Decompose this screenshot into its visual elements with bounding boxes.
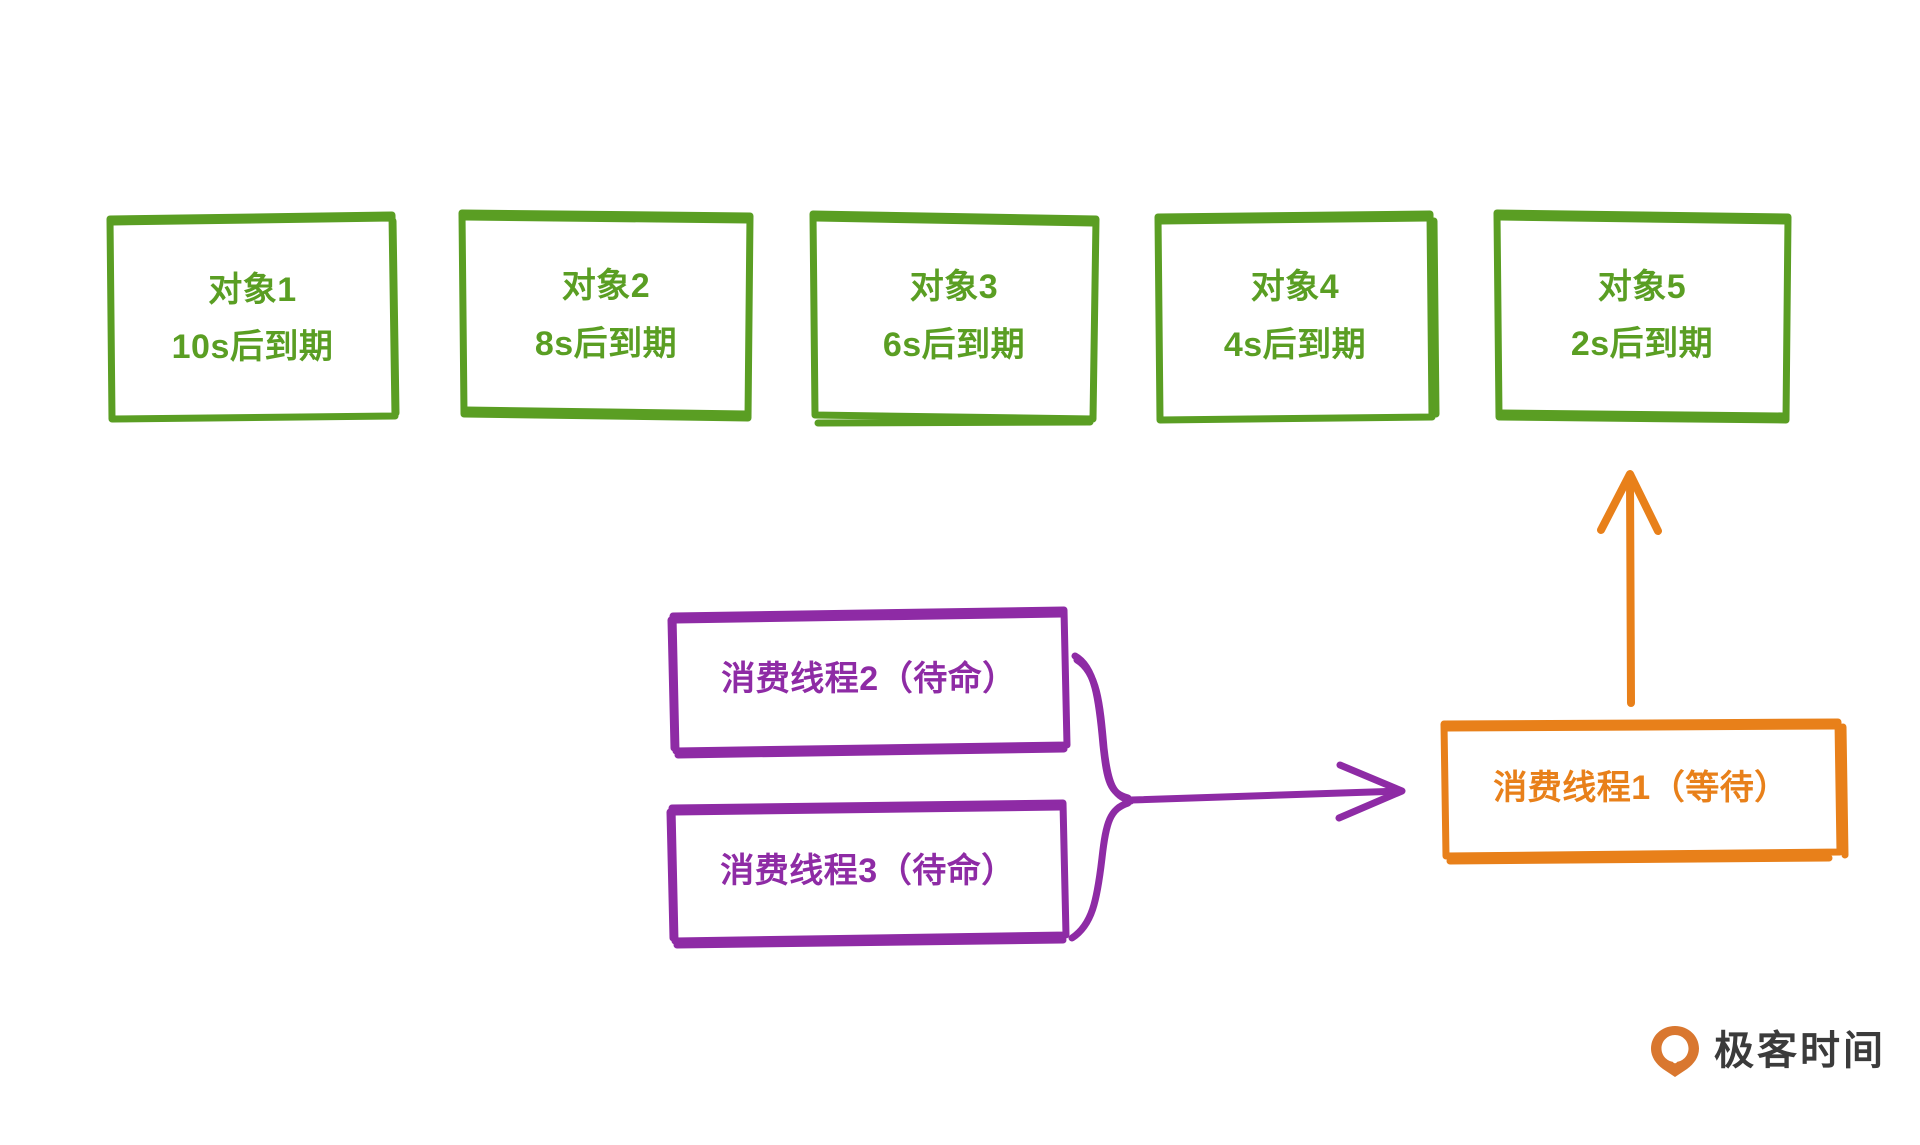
object-name: 对象1 <box>208 270 297 309</box>
thread-node-standby-2[interactable]: 消费线程2（待命） <box>673 612 1065 748</box>
object-expiry: 8s后到期 <box>534 324 678 363</box>
thread-label: 消费线程2（待命） <box>721 660 1017 699</box>
object-expiry: 6s后到期 <box>882 325 1026 364</box>
object-node-5[interactable]: 对象5 2s后到期 <box>1497 214 1787 418</box>
merge-arrow-right <box>1127 761 1406 822</box>
object-expiry: 2s后到期 <box>1570 325 1714 363</box>
consume-arrow-up <box>1597 470 1662 707</box>
thread-label: 消费线程3（待命） <box>720 852 1016 891</box>
object-name: 对象4 <box>1250 268 1340 307</box>
thread-node-standby-3[interactable]: 消费线程3（待命） <box>672 805 1064 939</box>
logo-text: 极客时间 <box>1714 1029 1886 1073</box>
object-name: 对象3 <box>909 268 999 307</box>
object-node-2[interactable]: 对象2 8s后到期 <box>462 214 750 417</box>
object-name: 对象2 <box>561 267 651 306</box>
object-node-4[interactable]: 对象4 4s后到期 <box>1158 215 1432 418</box>
brand-logo: 极客时间 <box>1648 1018 1910 1084</box>
object-node-1[interactable]: 对象1 10s后到期 <box>110 219 395 419</box>
object-expiry: 4s后到期 <box>1223 325 1367 364</box>
thread-node-active-1[interactable]: 消费线程1（等待） <box>1444 723 1838 855</box>
object-node-3[interactable]: 对象3 6s后到期 <box>813 215 1095 418</box>
object-expiry: 10s后到期 <box>171 328 334 366</box>
geekbang-logo-icon <box>1648 1024 1702 1078</box>
thread-label: 消费线程1（等待） <box>1493 769 1789 808</box>
object-name: 对象5 <box>1597 267 1687 306</box>
brace-merge-connector <box>1068 652 1135 942</box>
